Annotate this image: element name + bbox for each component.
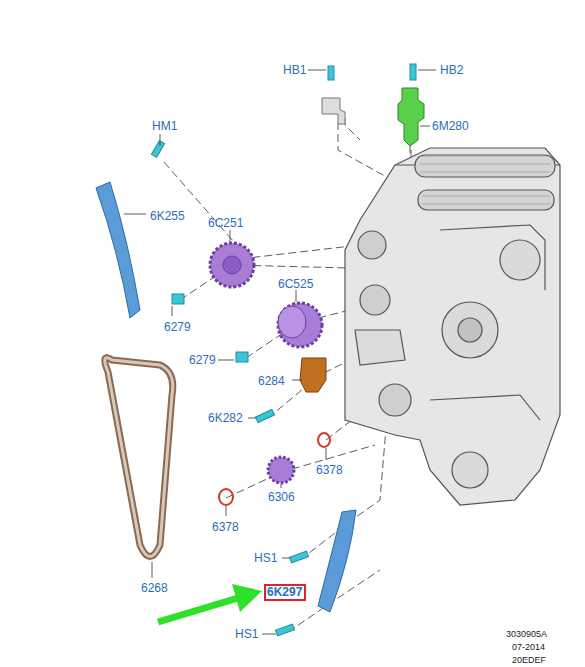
callout-number: HB2 [440,63,463,77]
callout-number: HS1 [235,627,258,641]
bolt-hb1 [322,66,345,124]
camshaft-sprocket-6c251 [210,243,254,287]
callout-number: 6279 [164,320,191,334]
callout-number: 6C525 [278,277,313,291]
callout-number: 6279 [189,353,216,367]
bolt-hm1 [151,141,164,158]
chain-guide-6k297 [318,510,356,612]
bolt-6279 [236,352,248,362]
bolt-6k282 [256,409,275,422]
timing-chain-6268 [105,358,173,557]
vct-unit-6c525 [278,303,322,347]
drawing-code: 07-2014 [512,642,545,653]
crank-sprocket-6306 [268,457,294,483]
callout-number: 6378 [316,463,343,477]
callout-number: 6378 [212,520,239,534]
callout-number: HB1 [283,63,306,77]
callout-number: 6C251 [208,216,243,230]
callout-number: 6M280 [432,119,469,133]
callout-number: 6K255 [150,209,185,223]
o-ring-6378 [219,489,233,505]
pointer-arrow [158,584,262,622]
callout-number: 6268 [141,581,168,595]
cylinder-head-block [345,148,560,505]
solenoid-6m280 [398,88,424,146]
drawing-code: 20EDEF [512,655,546,666]
bolt-6279 [172,294,184,304]
chain-guide-6k255 [96,182,140,318]
bolt-hb2 [410,64,416,80]
tensioner-6284 [300,358,326,392]
bolt-hs1 [290,551,309,563]
callout-number: 6K282 [208,411,243,425]
bolt-hs1 [276,624,295,636]
o-ring-6378 [318,433,330,447]
part-number: 6K297 [267,586,304,599]
callout-number: 6306 [268,490,295,504]
callout-number: HM1 [152,119,177,133]
callout-number: HS1 [254,551,277,565]
highlight-box: 6K297 [264,584,306,601]
callout-number: 6284 [258,374,285,388]
drawing-code: 3030905A [506,629,547,640]
